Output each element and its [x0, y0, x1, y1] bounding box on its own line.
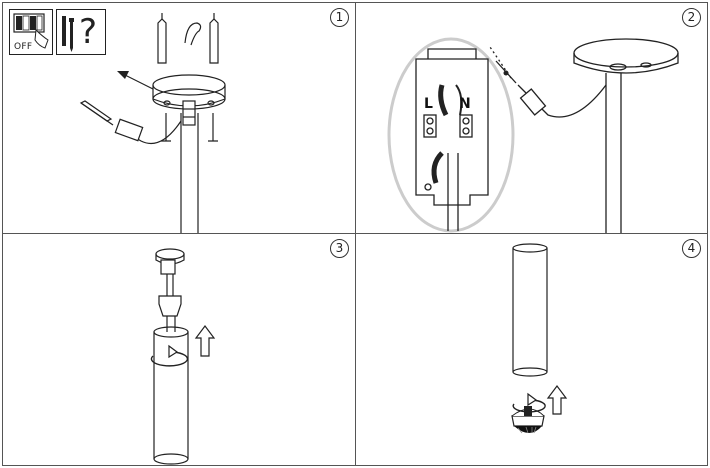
power-off-icon: OFF — [9, 9, 53, 55]
step-1-panel: 1 OFF ? — [2, 2, 356, 234]
step-1-number: 1 — [330, 8, 349, 27]
step-4-drawing — [511, 243, 568, 434]
live-label: L — [424, 96, 433, 112]
step-4-number: 4 — [682, 239, 701, 258]
step-2-number: 2 — [682, 8, 701, 27]
step-3-panel: 3 — [2, 233, 356, 466]
screws-question-icon: ? — [56, 9, 106, 55]
neutral-label: N — [459, 96, 471, 112]
step-2-drawing — [387, 37, 679, 233]
rotate-arrow-icon — [150, 344, 189, 367]
mount-arrow-icon — [117, 71, 154, 90]
step-1-drawing — [79, 13, 226, 233]
step-3-drawing — [150, 248, 216, 465]
question-mark: ? — [79, 12, 98, 52]
up-arrow-icon — [194, 325, 216, 357]
step-2-panel: 2 — [355, 2, 708, 234]
off-label: OFF — [14, 42, 33, 52]
step-4-panel: 4 — [355, 233, 708, 466]
step-3-number: 3 — [330, 239, 349, 258]
